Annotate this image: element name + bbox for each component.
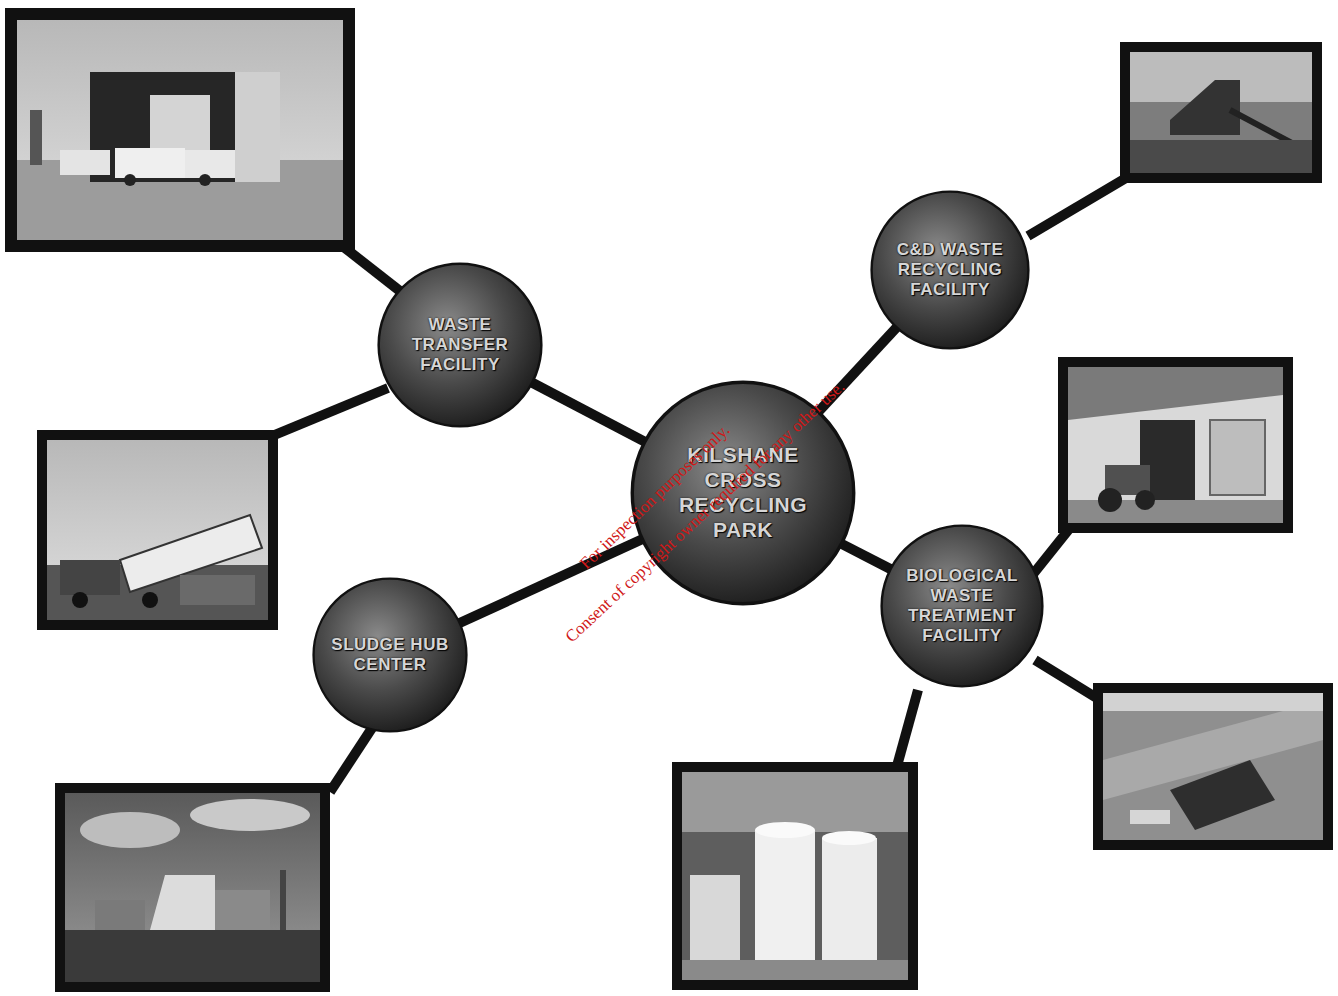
node-text-group: SLUDGE HUB CENTER [331, 635, 449, 675]
leader-line [330, 728, 372, 792]
node-text-group: BIOLOGICAL WASTE TREATMENT FACILITY [899, 566, 1025, 646]
connector [532, 383, 645, 442]
circle-node: SLUDGE HUB CENTER [312, 577, 468, 733]
node-label: SLUDGE HUB CENTER [331, 635, 449, 675]
node-label: BIOLOGICAL WASTE TREATMENT FACILITY [899, 566, 1025, 646]
node-text-group: WASTE TRANSFER FACILITY [399, 315, 521, 375]
leader-line [1030, 528, 1070, 578]
leader-line [1035, 660, 1100, 700]
leader-line [272, 388, 388, 436]
photo-loader [1058, 357, 1293, 533]
circle-node: BIOLOGICAL WASTE TREATMENT FACILITY [880, 524, 1044, 688]
circle-node: C&D WASTE RECYCLING FACILITY [870, 190, 1030, 350]
node-label: C&D WASTE RECYCLING FACILITY [889, 240, 1011, 300]
leader-lines [272, 178, 1126, 792]
circle-node: WASTE TRANSFER FACILITY [377, 262, 543, 428]
photo-truck [37, 430, 278, 630]
photo-tanks [672, 762, 918, 990]
leader-line [897, 690, 918, 766]
leader-line [1028, 178, 1126, 236]
connector [842, 544, 891, 569]
photo-crusher [1120, 42, 1322, 183]
leader-line [345, 248, 405, 295]
photo-sludge-plant [55, 783, 330, 992]
node-text-group: C&D WASTE RECYCLING FACILITY [889, 240, 1011, 300]
node-label: WASTE TRANSFER FACILITY [399, 315, 521, 375]
photo-transfer-building [5, 8, 355, 252]
photo-aerial [1093, 683, 1333, 850]
